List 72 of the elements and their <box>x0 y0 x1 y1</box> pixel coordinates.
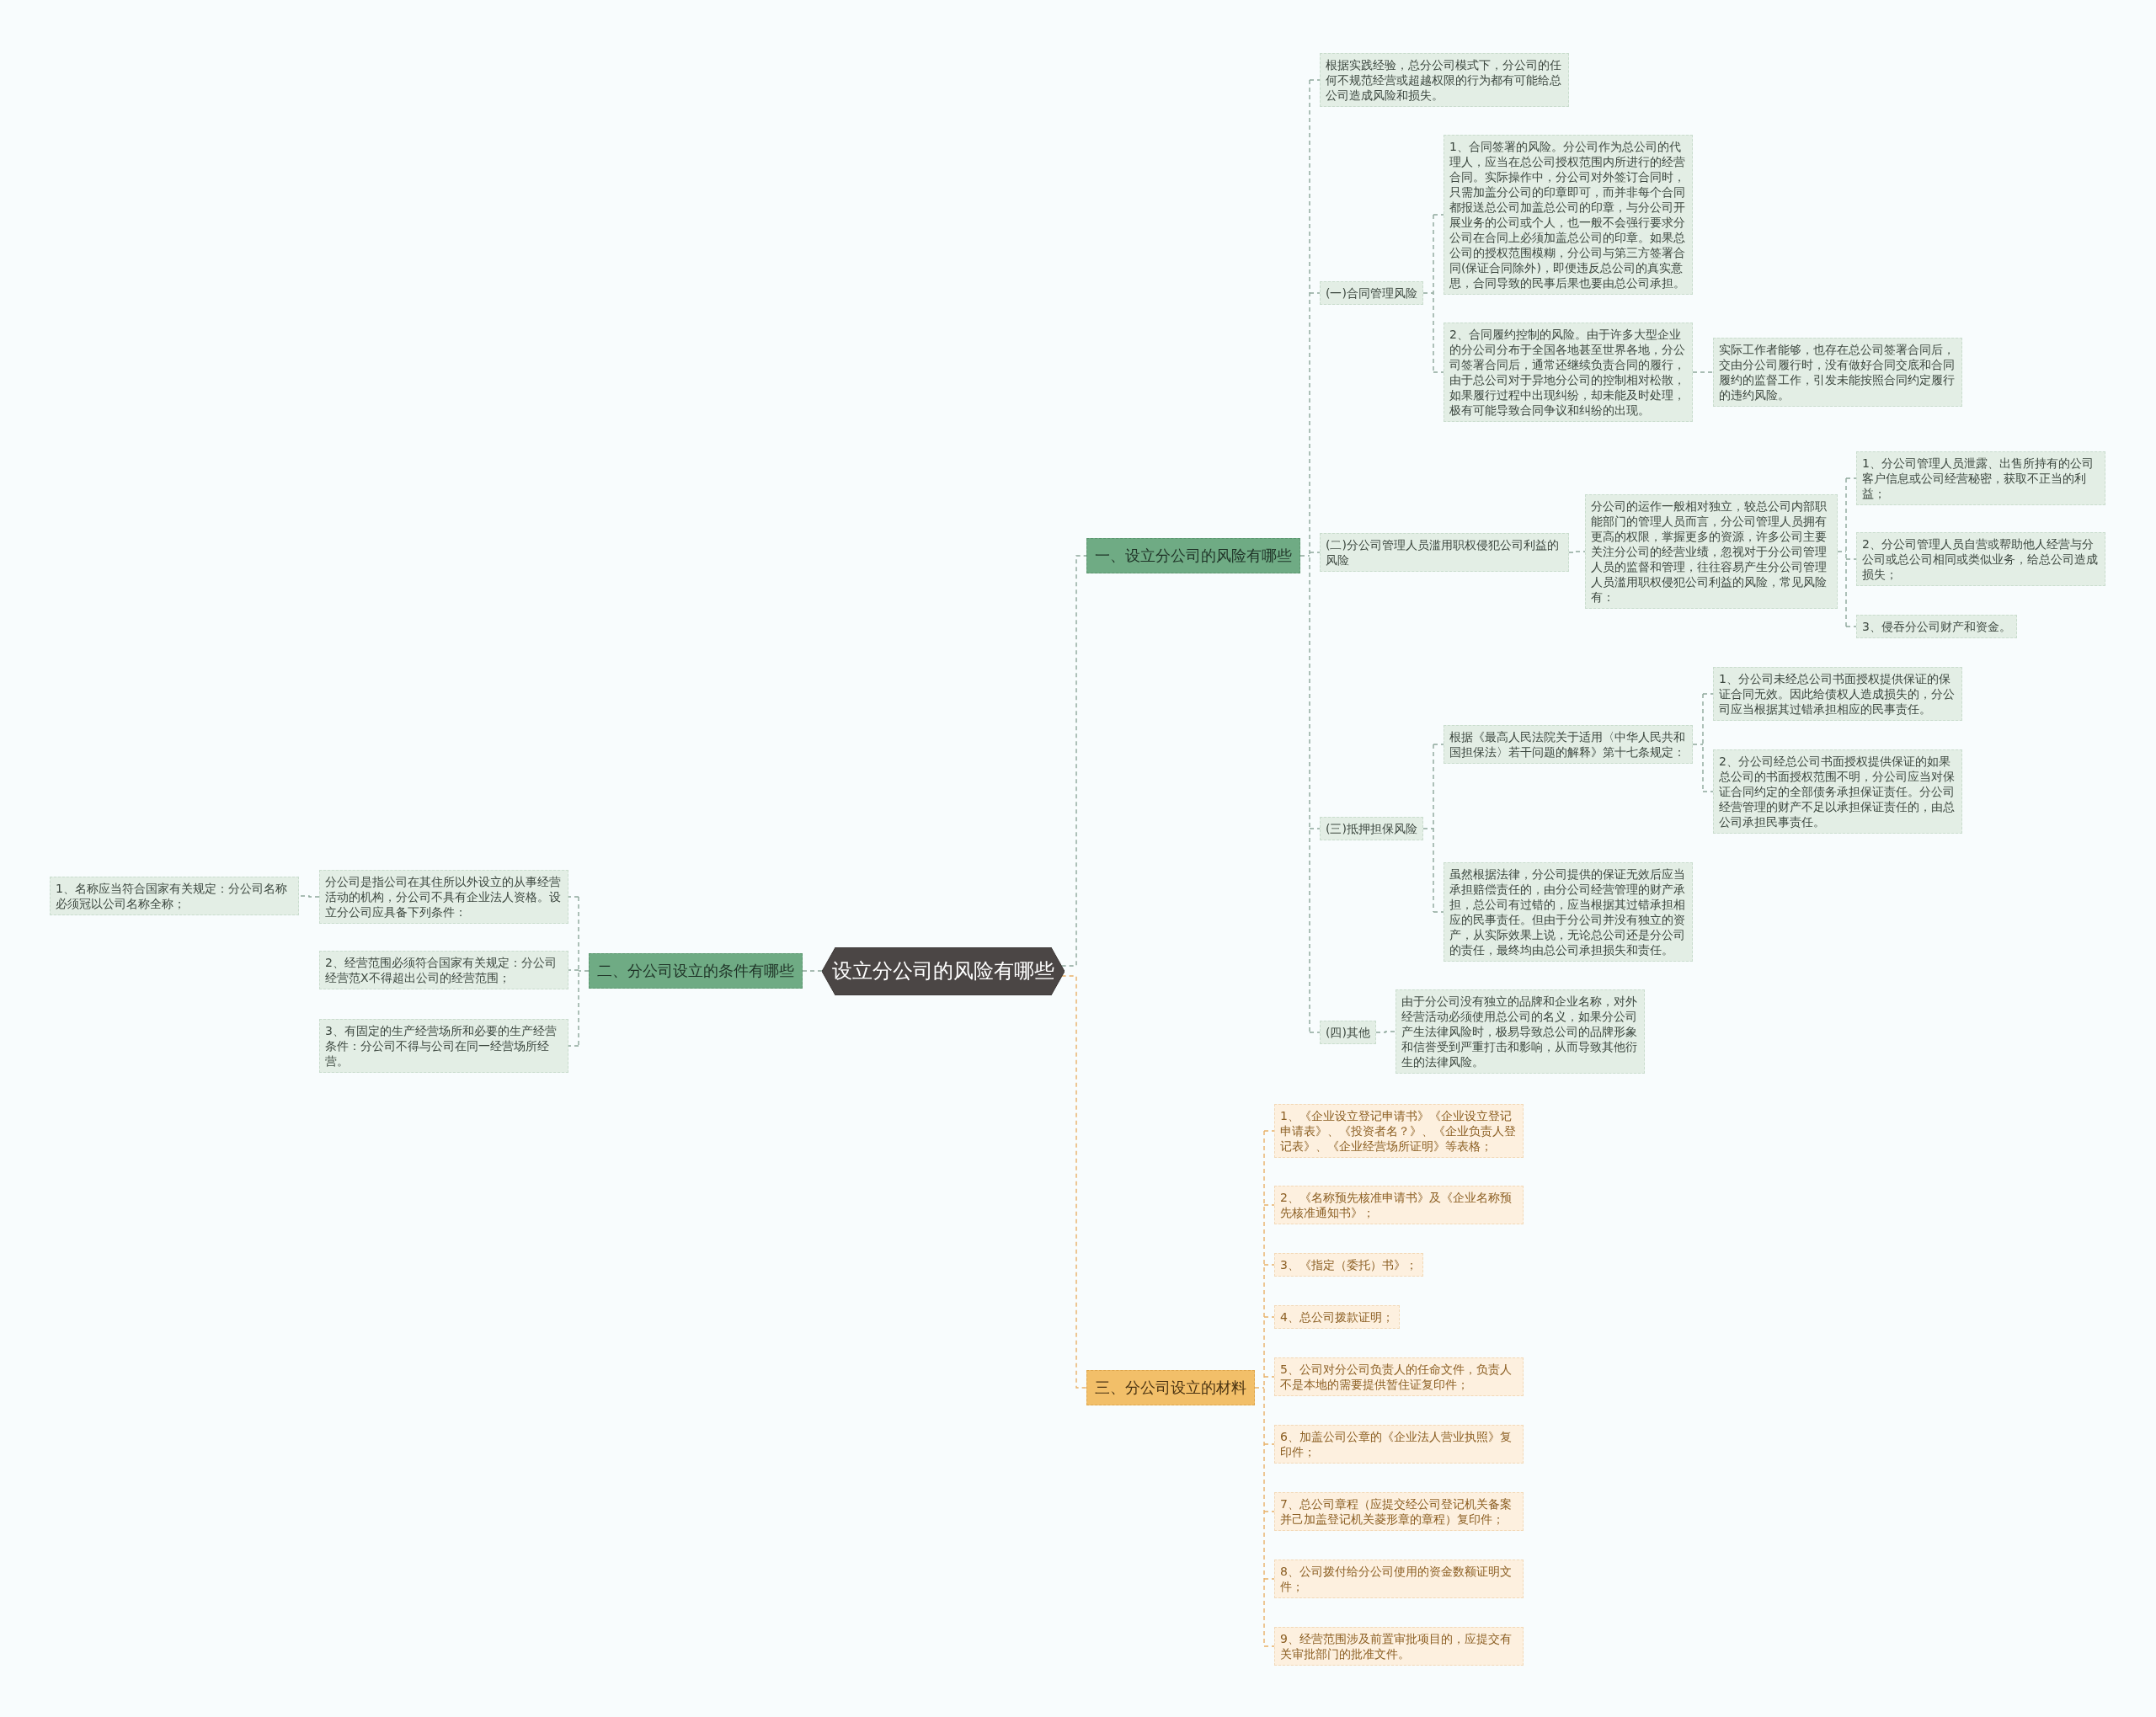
subtopic-card: 1、名称应当符合国家有关规定：分公司名称必须冠以公司名称全称； <box>50 877 299 915</box>
connector-line <box>1263 1511 1275 1512</box>
connector-line <box>1309 828 1321 829</box>
connector-line <box>1702 693 1714 695</box>
subtopic-card: 1、合同签署的风险。分公司作为总公司的代理人，应当在总公司授权范围内所进行的经营合同。实际操作中，分公司对外签订合同时，只需加盖分公司的印章即可，而并非每个合同都报送总公司加盖总公司的印章，与分公司开展业务的公司或个人，也一般不会强行要求分公司在合同上必须加盖总公司的印章。如果总公司的授权范围模糊，分公司与第三方签署合同(保证合同除外)，即便违反总公司的真实意思，合同导致的民事后果也要由总公司承担。 <box>1444 135 1693 295</box>
subtopic-card: 9、经营范围涉及前置审批项目的，应提交有关审批部门的批准文件。 <box>1274 1627 1524 1666</box>
branch-topic: 一、设立分公司的风险有哪些 <box>1086 538 1300 573</box>
subtopic-card: 由于分公司没有独立的品牌和企业名称，对外经营活动必须使用总公司的名义，如果分公司产生法律风险时，极易导致总公司的品牌形象和信誉受到严重打击和影响，从而导致其他衍生的法律风险。 <box>1396 989 1645 1074</box>
subtopic-card: 2、《名称预先核准申请书》及《企业名称预先核准通知书》； <box>1274 1186 1524 1224</box>
central-topic: 设立分公司的风险有哪些 <box>822 946 1065 995</box>
connector-line <box>1299 79 1310 1033</box>
subtopic-card: 根据《最高人民法院关于适用〈中华人民共和国担保法〉若干问题的解释》第十七条规定： <box>1444 725 1693 764</box>
subtopic-card: 1、分公司未经总公司书面授权提供保证的保证合同无效。因此给债权人造成损失的，分公司应当根据其过错承担相应的民事责任。 <box>1713 667 1962 721</box>
connector-line <box>568 969 579 971</box>
subtopic-card: (一)合同管理风险 <box>1320 281 1423 305</box>
connector-line <box>1375 1031 1396 1033</box>
subtopic-card: 6、加盖公司公章的《企业法人营业执照》复印件； <box>1274 1425 1524 1464</box>
connector-line <box>1568 551 1586 553</box>
subtopic-card: 3、《指定（委托）书》； <box>1274 1253 1423 1277</box>
connector-line <box>1060 555 1087 967</box>
connector-line <box>1263 1443 1275 1445</box>
connector-line <box>1309 292 1321 294</box>
connector-line <box>568 1045 579 1047</box>
connector-line <box>1422 214 1434 373</box>
connector-line <box>1309 552 1321 553</box>
subtopic-card: 4、总公司拨款证明； <box>1274 1305 1400 1329</box>
connector-line <box>1263 1130 1275 1132</box>
subtopic-card: 1、《企业设立登记申请书》《企业设立登记申请表》、《投资者名？》、《企业负责人登记表》、《企业经营场所证明》等表格； <box>1274 1104 1524 1158</box>
connector-line <box>1845 477 1857 479</box>
connector-line <box>1702 791 1714 792</box>
connector-line <box>1433 744 1444 745</box>
subtopic-card: 3、侵吞分公司财产和资金。 <box>1856 615 2017 638</box>
connector-line <box>1692 371 1714 373</box>
branch-topic: 三、分公司设立的材料 <box>1086 1370 1255 1405</box>
connector-line <box>1845 626 1857 627</box>
connector-line <box>1433 214 1444 216</box>
subtopic-card: 7、总公司章程（应提交经公司登记机关备案并己加盖登记机关菱形章的章程）复印件； <box>1274 1492 1524 1531</box>
connector-line <box>1433 911 1444 913</box>
connector-line <box>578 896 590 1047</box>
connector-line <box>1309 79 1321 81</box>
connector-line <box>802 970 823 972</box>
connector-line <box>1060 975 1087 1389</box>
subtopic-card: (二)分公司管理人员滥用职权侵犯公司利益的风险 <box>1320 533 1569 572</box>
connector-line <box>1309 1032 1321 1033</box>
connector-line <box>1263 1316 1275 1318</box>
subtopic-card: 分公司的运作一般相对独立，较总公司内部职能部门的管理人员而言，分公司管理人员拥有更高的权限，掌握更多的资源，许多公司主要关注分公司的经营业绩，忽视对于分公司管理人员的监督和管理，往往容易产生分公司管理人员滥用职权侵犯公司利益的风险，常见风险有： <box>1585 494 1838 609</box>
subtopic-card: 实际工作者能够，也存在总公司签署合同后，交由分公司履行时，没有做好合同交底和合同履约的监督工作，引发未能按照合同约定履行的违约风险。 <box>1713 338 1962 407</box>
connector-line <box>1837 477 1847 627</box>
subtopic-card: 1、分公司管理人员泄露、出售所持有的公司客户信息或公司经营秘密，获取不正当的利益； <box>1856 451 2105 505</box>
connector-line <box>1263 1578 1275 1580</box>
subtopic-card: 虽然根据法律，分公司提供的保证无效后应当承担赔偿责任的，由分公司经营管理的财产承担，总公司有过错的，应当根据其过错承担相应的民事责任。但由于分公司并没有独立的资产，从实际效果上说，无论总公司还是分公司的责任，最终均由总公司承担损失和责任。 <box>1444 862 1693 962</box>
connector-line <box>568 896 579 898</box>
connector-line <box>298 895 320 898</box>
connector-line <box>1845 558 1857 560</box>
subtopic-card: 2、合同履约控制的风险。由于许多大型企业的分公司分布于全国各地甚至世界各地，分公司签署合同后，通常还继续负责合同的履行，由于总公司对于异地分公司的控制相对松散，如果履行过程中出现纠纷，却未能及时处理，极有可能导致合同争议和纠纷的出现。 <box>1444 323 1693 422</box>
connector-line <box>1263 1204 1275 1206</box>
subtopic-card: 2、经营范围必须符合国家有关规定：分公司经营范X不得超出公司的经营范围； <box>319 951 568 989</box>
subtopic-card: 3、有固定的生产经营场所和必要的生产经营条件：分公司不得与公司在同一经营场所经营。 <box>319 1019 568 1073</box>
subtopic-card: 2、分公司管理人员自营或帮助他人经营与分公司或总公司相同或类似业务，给总公司造成损失； <box>1856 532 2105 586</box>
subtopic-card: 分公司是指公司在其住所以外设立的从事经营活动的机构，分公司不具有企业法人资格。设立分公司应具备下列条件： <box>319 870 568 924</box>
connector-line <box>1433 371 1444 373</box>
connector-line <box>1422 744 1434 913</box>
branch-topic: 二、分公司设立的条件有哪些 <box>589 953 803 989</box>
connector-line <box>1263 1376 1275 1378</box>
connector-line <box>1263 1645 1275 1647</box>
subtopic-card: 根据实践经验，总分公司模式下，分公司的任何不规范经营或超越权限的行为都有可能给总公司造成风险和损失。 <box>1320 53 1569 107</box>
subtopic-card: 2、分公司经总公司书面授权提供保证的如果总公司的书面授权范围不明，分公司应当对保证合同约定的全部债务承担保证责任。分公司经营管理的财产不足以承担保证责任的，由总公司承担民事责任。 <box>1713 749 1962 834</box>
subtopic-card: (四)其他 <box>1320 1021 1376 1044</box>
subtopic-card: (三)抵押担保风险 <box>1320 817 1423 840</box>
subtopic-card: 8、公司拨付给分公司使用的资金数额证明文件； <box>1274 1560 1524 1598</box>
connector-line <box>1263 1264 1275 1266</box>
subtopic-card: 5、公司对分公司负责人的任命文件，负责人不是本地的需要提供暂住证复印件； <box>1274 1357 1524 1396</box>
